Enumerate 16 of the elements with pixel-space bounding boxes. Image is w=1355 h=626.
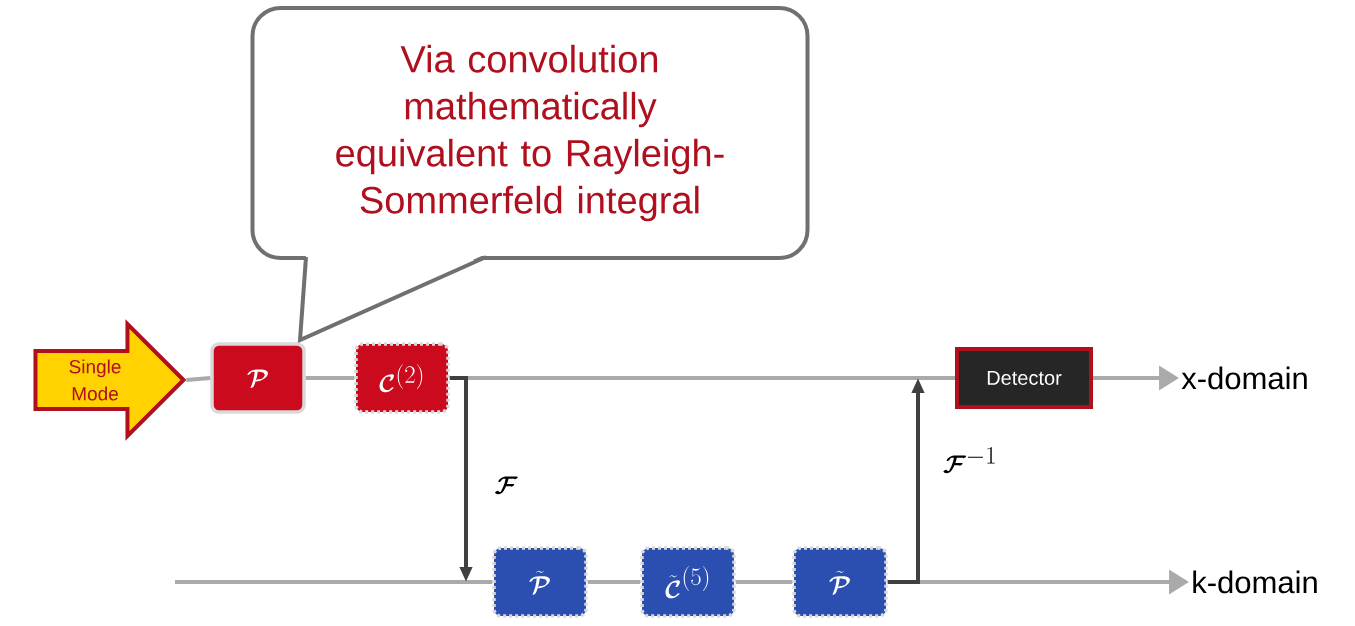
domain-label: k-domain: [1193, 570, 1317, 594]
edge-label: $\boldsymbol{\mathcal{F}}^{-1}$: [943, 447, 995, 474]
operator-box: $\tilde{\boldsymbol{\mathcal{P}}}$: [492, 546, 588, 618]
operator-box: $\tilde{\boldsymbol{\mathcal{C}}}^{(5)}$: [640, 546, 736, 618]
domain-label: x-domain: [1181, 366, 1307, 390]
connector-line: [186, 376, 211, 382]
connector-line: [735, 580, 793, 584]
connector-line: [305, 376, 355, 380]
connector-line: [587, 580, 641, 584]
operator-box: $\boldsymbol{\mathcal{C}}^{(2)}$: [354, 342, 450, 414]
edge-label: $\boldsymbol{\mathcal{F}}$: [495, 476, 518, 495]
speech-bubble: Via convolution mathematically equivalent to Rayleigh-Sommerfeld integral: [250, 6, 810, 344]
operator-box: $\tilde{\boldsymbol{\mathcal{P}}}$: [792, 546, 888, 618]
connector-line: [175, 580, 493, 584]
detector-box: Detector: [955, 347, 1093, 409]
operator-box: $\boldsymbol{\mathcal{P}}$: [210, 342, 306, 414]
